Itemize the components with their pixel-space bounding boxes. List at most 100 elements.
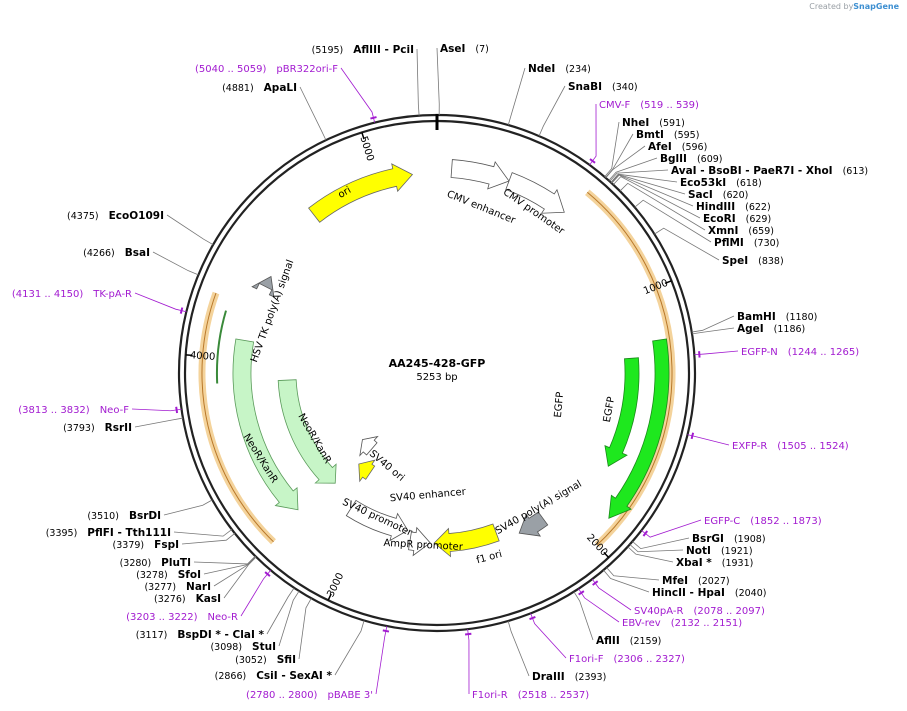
enzyme-leader-1 bbox=[507, 67, 526, 126]
primer-leader-7 bbox=[467, 629, 470, 695]
tick-label-3000: 3000 bbox=[325, 571, 346, 599]
feature-cmv-promoter-arrow bbox=[505, 172, 565, 214]
primer-leader-8 bbox=[375, 626, 388, 695]
enzyme-pos-25: (3052) bbox=[235, 655, 267, 666]
primer-leader-12 bbox=[340, 67, 376, 123]
enzyme-name-26: StuI bbox=[252, 641, 276, 653]
enzyme-leader-17 bbox=[632, 537, 690, 550]
enzyme-leader-3 bbox=[604, 121, 620, 178]
primer-pos-11: (4131 .. 4150) bbox=[12, 289, 84, 300]
enzyme-name-17: BsrGI bbox=[692, 533, 724, 545]
enzyme-leader-12 bbox=[619, 182, 706, 231]
feature-label-6: AmpR promoter bbox=[383, 538, 464, 553]
site-labels: AseI(7)NdeI(234)SnaBI(340)NheI(591)BmtI(… bbox=[12, 43, 868, 701]
feature-sv40-promoter-arrow bbox=[345, 499, 409, 542]
enzyme-name-32: FspI bbox=[154, 539, 179, 551]
feature-ori-arrow bbox=[308, 163, 414, 223]
primer-pos-1: (1244 .. 1265) bbox=[788, 347, 860, 358]
primer-name-10: Neo-F bbox=[100, 405, 130, 416]
enzyme-leader-5 bbox=[605, 145, 646, 179]
enzyme-leader-11 bbox=[613, 176, 701, 219]
primer-name-3: EGFP-C bbox=[704, 516, 740, 527]
enzyme-pos-20: (2027) bbox=[698, 576, 730, 587]
enzyme-pos-29: (3277) bbox=[144, 582, 176, 593]
enzyme-name-9: SacI bbox=[688, 189, 713, 201]
enzyme-pos-0: (7) bbox=[475, 44, 488, 55]
leader-lines bbox=[131, 47, 739, 695]
enzyme-name-11: EcoRI bbox=[703, 213, 736, 225]
feature-cmv-enhancer-arrow bbox=[450, 159, 510, 190]
primer-mark-6 bbox=[529, 615, 536, 621]
primer-name-11: TK-pA-R bbox=[92, 289, 132, 300]
enzyme-pos-27: (3117) bbox=[136, 630, 168, 641]
enzyme-pos-17: (1908) bbox=[734, 534, 766, 545]
enzyme-pos-12: (659) bbox=[748, 226, 774, 237]
orf-arcs bbox=[198, 189, 676, 548]
enzyme-pos-6: (609) bbox=[697, 154, 723, 165]
feature-f1ori-arrow bbox=[433, 523, 500, 558]
primer-pos-6: (2306 .. 2327) bbox=[613, 654, 685, 665]
primer-name-1: EGFP-N bbox=[741, 347, 778, 358]
tick-label-5000: 5000 bbox=[357, 135, 375, 163]
enzyme-name-38: ApaLI bbox=[264, 82, 297, 94]
enzyme-pos-23: (2393) bbox=[575, 672, 607, 683]
primer-mark-7 bbox=[464, 632, 472, 636]
orf-arc-neo-region-line bbox=[201, 292, 274, 543]
credit-prefix: Created by bbox=[809, 2, 854, 11]
snapgene-credit: Created by ​ SnapGene bbox=[809, 2, 899, 11]
primer-pos-4: (2078 .. 2097) bbox=[693, 606, 765, 617]
primer-leader-9 bbox=[240, 570, 272, 617]
primer-mark-12 bbox=[370, 116, 377, 120]
primer-leader-0 bbox=[589, 103, 597, 166]
enzyme-pos-21: (2040) bbox=[735, 588, 767, 599]
enzyme-name-14: SpeI bbox=[722, 255, 748, 267]
enzyme-leader-37 bbox=[166, 214, 214, 246]
feature-label-2: EGFP bbox=[553, 391, 566, 418]
primer-mark-2 bbox=[690, 432, 695, 440]
enzyme-leader-18 bbox=[629, 544, 684, 553]
enzyme-pos-24: (2866) bbox=[215, 671, 247, 682]
primer-pos-8: (2780 .. 2800) bbox=[246, 690, 318, 701]
primer-leader-5 bbox=[578, 588, 620, 623]
primer-leader-2 bbox=[687, 434, 730, 446]
primer-mark-8 bbox=[382, 629, 390, 633]
enzyme-name-1: NdeI bbox=[528, 63, 555, 75]
tick-mark-1000 bbox=[664, 280, 672, 285]
primer-leader-4 bbox=[591, 578, 632, 611]
enzyme-pos-34: (3510) bbox=[87, 511, 119, 522]
enzyme-leader-34 bbox=[163, 499, 213, 516]
enzyme-pos-38: (4881) bbox=[222, 83, 254, 94]
feature-hsvtk-box bbox=[251, 275, 275, 298]
enzyme-pos-37: (4375) bbox=[67, 211, 99, 222]
enzyme-name-25: SfiI bbox=[277, 654, 296, 666]
feature-ampr-promoter-arrow bbox=[408, 526, 431, 557]
enzyme-name-6: BglII bbox=[660, 153, 687, 165]
primer-name-7: F1ori-R bbox=[472, 690, 508, 701]
enzyme-leader-20 bbox=[606, 567, 660, 581]
enzyme-name-5: AfeI bbox=[648, 141, 672, 153]
enzyme-pos-3: (591) bbox=[659, 118, 685, 129]
enzyme-pos-31: (3280) bbox=[120, 558, 152, 569]
enzyme-name-39: AflIII - PciI bbox=[353, 44, 414, 56]
enzyme-leader-35 bbox=[134, 417, 184, 428]
enzyme-name-28: KasI bbox=[196, 593, 221, 605]
feature-label-3: EGFP bbox=[602, 396, 617, 423]
enzyme-pos-14: (838) bbox=[758, 256, 784, 267]
enzyme-pos-10: (622) bbox=[745, 202, 771, 213]
enzyme-leader-31 bbox=[193, 555, 256, 565]
enzyme-name-37: EcoO109I bbox=[109, 210, 164, 222]
primer-mark-5 bbox=[578, 590, 585, 596]
enzyme-leader-25 bbox=[298, 598, 312, 660]
enzyme-pos-1: (234) bbox=[565, 64, 591, 75]
primer-name-0: CMV-F bbox=[599, 100, 630, 111]
enzyme-leader-29 bbox=[213, 556, 257, 587]
feature-egfp-inner-arrow bbox=[604, 357, 640, 467]
credit-brand: SnapGene bbox=[853, 2, 899, 11]
enzyme-name-20: MfeI bbox=[662, 575, 688, 587]
enzyme-leader-24 bbox=[334, 620, 365, 676]
enzyme-name-36: BsaI bbox=[125, 247, 150, 259]
enzyme-leader-2 bbox=[538, 85, 566, 137]
enzyme-name-12: XmnI bbox=[708, 225, 738, 237]
enzyme-leader-0 bbox=[436, 47, 440, 116]
enzyme-name-29: NarI bbox=[186, 581, 211, 593]
